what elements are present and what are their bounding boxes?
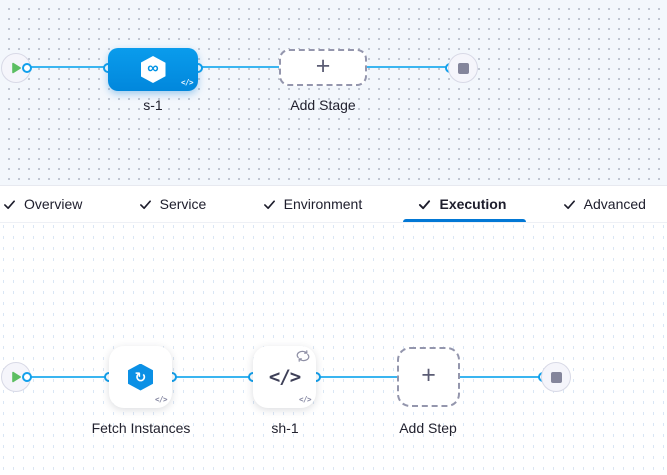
connector-line [171,376,254,378]
plus-icon: + [421,361,436,389]
play-icon [12,62,21,74]
loop-strategy-icon [296,350,310,362]
add-step-label: Add Step [399,420,457,436]
tab-label: Advanced [583,196,646,212]
connector-line [197,66,281,68]
stage-graph-canvas[interactable]: ∞ </> + s-1 Add Stage [0,0,667,186]
add-stage-label: Add Stage [290,97,356,113]
execution-end-node[interactable] [541,362,571,392]
shell-script-icon: </> [268,366,301,388]
connector-line [27,376,110,378]
play-icon [12,371,21,383]
connector-dot[interactable] [22,372,32,382]
tab-overview[interactable]: Overview [3,186,82,222]
code-badge-icon: </> [298,395,312,404]
step-label: sh-1 [271,420,299,436]
step-node-fetch-instances[interactable]: ↻ </> [109,346,172,408]
tab-label: Execution [439,196,507,212]
pipeline-end-node[interactable] [448,53,478,83]
refresh-glyph: ↻ [134,369,147,385]
tab-label: Overview [24,196,83,212]
tab-environment[interactable]: Environment [263,186,363,222]
stage-config-tabs: Overview Service Environment Execution A… [0,186,667,223]
connector-line [315,376,398,378]
tab-execution[interactable]: Execution [403,186,527,222]
connector-line [27,66,109,68]
check-icon [263,199,275,209]
plus-icon: + [315,51,331,80]
execution-graph-canvas[interactable]: ↻ </> </> </> + Fetch Instances sh-1 Add… [0,223,667,475]
check-icon [139,199,151,209]
cd-stage-icon: ∞ [140,56,166,83]
stop-icon [457,62,469,74]
stop-icon [550,371,562,383]
connector-dot[interactable] [22,63,32,73]
stage-node-s-1[interactable]: ∞ </> [108,48,198,91]
tab-service[interactable]: Service [139,186,207,222]
code-badge-icon: </> [180,78,194,87]
tab-label: Environment [283,196,363,212]
tab-advanced[interactable]: Advanced [563,186,646,222]
tab-label: Service [159,196,207,212]
check-icon [4,199,15,209]
add-step-button[interactable]: + [397,347,460,407]
add-stage-button[interactable]: + [279,49,367,86]
fetch-instances-icon: ↻ [128,363,153,391]
step-node-sh-1[interactable]: </> </> [253,346,316,408]
check-icon [563,199,575,209]
code-badge-icon: </> [154,395,168,404]
infinity-glyph: ∞ [147,60,159,77]
connector-line [459,376,544,378]
check-icon [419,199,431,209]
step-label: Fetch Instances [91,420,191,436]
connector-line [366,66,451,68]
stage-label: s-1 [143,97,163,113]
